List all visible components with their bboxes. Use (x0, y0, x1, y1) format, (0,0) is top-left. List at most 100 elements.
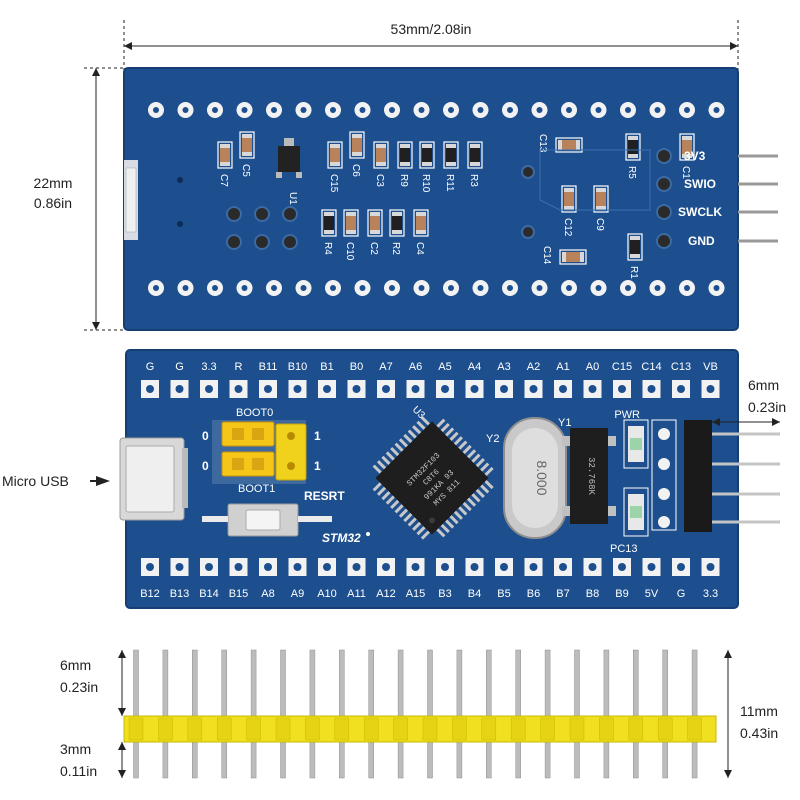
top-pin-label: C14 (641, 361, 661, 373)
header-pin (309, 649, 316, 779)
bottom-pin-label: 3.3 (703, 588, 718, 600)
top-pin-label: R (235, 361, 243, 373)
bottom-pin-label: A12 (376, 588, 396, 600)
top-pin-label: A2 (527, 361, 540, 373)
bottom-pin-label: B3 (438, 588, 451, 600)
header-pin (456, 649, 463, 779)
bottom-pin-label: B4 (468, 588, 481, 600)
via (254, 206, 270, 222)
height-in-label: 0.86in (34, 195, 72, 211)
jumper-0-top: 0 (202, 429, 209, 443)
component-c12 (561, 185, 577, 213)
header-pin (544, 649, 551, 779)
top-pin-label: A0 (586, 361, 599, 373)
label-c14: C14 (541, 246, 552, 265)
component-c13 (555, 137, 583, 153)
top-pin-label: B0 (350, 361, 363, 373)
component-c7 (217, 141, 233, 169)
bottom-pin-label: G (677, 588, 686, 600)
bottom-pin-label: A9 (291, 588, 304, 600)
header-pin (280, 649, 286, 779)
swd-label-3v3: 3V3 (684, 149, 706, 163)
bottom-pin-label: B8 (586, 588, 599, 600)
reset-label: RESRT (304, 489, 345, 503)
bottom-pin-label: A15 (406, 588, 426, 600)
header-pin (221, 649, 227, 779)
micro-usb-label: Micro USB (2, 473, 69, 489)
back-bottom-pad-row (148, 280, 725, 296)
top-pin-label: C13 (671, 361, 691, 373)
header-bottom-mm: 3mm (60, 741, 91, 757)
label-c2: C2 (368, 242, 379, 255)
component-c10 (343, 209, 359, 237)
header-pin (133, 649, 139, 779)
label-r5: R5 (626, 166, 637, 179)
pwr-label: PWR (614, 409, 640, 421)
label-c1: C1 (680, 166, 691, 179)
label-c7: C7 (218, 174, 229, 187)
top-pin-label: G (146, 361, 155, 373)
component-c4 (413, 209, 429, 237)
top-pin-label: B11 (259, 361, 278, 373)
component-r11 (443, 141, 459, 169)
pc13-label: PC13 (610, 543, 638, 555)
crystal-32k: 32.768K Y1 (558, 417, 616, 524)
label-u1: U1 (287, 192, 298, 205)
component-r9 (397, 141, 413, 169)
via (226, 206, 242, 222)
bottom-pin-label: B12 (140, 588, 160, 600)
header-pin (192, 649, 198, 779)
header-left-dimensions: 6mm 0.23in 3mm 0.11in (60, 650, 126, 779)
top-pin-label: B10 (288, 361, 308, 373)
boot-jumpers: BOOT0 BOOT1 0 0 1 1 (202, 407, 321, 495)
component-c6 (349, 131, 365, 159)
bottom-pin-label: B5 (497, 588, 510, 600)
label-r3: R3 (468, 174, 479, 187)
top-pin-label: A1 (556, 361, 569, 373)
back-top-pad-row (148, 102, 725, 118)
top-pin-label: A7 (379, 361, 392, 373)
header-total-dimension: 11mm 0.43in (724, 650, 798, 778)
header-bottom-in: 0.11in (60, 763, 97, 779)
bottom-pin-label: A10 (317, 588, 337, 600)
crystal-rtc-value: 32.768K (586, 457, 596, 495)
led-pwr: PWR (614, 409, 649, 469)
pin-length-dimension: 6mm 0.23in (712, 377, 786, 426)
header-pin (368, 649, 374, 779)
via (521, 225, 535, 239)
stm32-mcu: STM32F103 C8T6 991KA 93 MYS 811 U3 STM32 (322, 404, 494, 545)
label-c12: C12 (562, 218, 573, 237)
top-pin-label: G (175, 361, 184, 373)
width-label: 53mm/2.08in (391, 21, 472, 37)
component-r1 (627, 233, 643, 261)
bottom-pin-label: B9 (615, 588, 628, 600)
reset-button: RESRT (202, 489, 345, 537)
pin-len-mm: 6mm (748, 377, 779, 393)
header-pin (162, 649, 169, 779)
header-top-mm: 6mm (60, 657, 91, 673)
label-r10: R10 (420, 174, 431, 193)
crystal-8mhz: 8.000 Y2 (486, 417, 567, 539)
top-pin-label: A5 (438, 361, 451, 373)
jumper-1-top: 1 (314, 429, 321, 443)
led-pc13: PC13 (610, 487, 649, 555)
via (282, 234, 298, 250)
header-pin (662, 649, 668, 779)
swd-header-front (651, 419, 780, 532)
component-c3 (373, 141, 389, 169)
via (254, 234, 270, 250)
top-pin-label: A4 (468, 361, 481, 373)
jumper-1-bottom: 1 (314, 459, 321, 473)
header-pin (397, 649, 404, 779)
swd-label-gnd: GND (688, 234, 715, 248)
header-pin (250, 649, 257, 779)
top-pin-row (141, 380, 720, 398)
header-pin (574, 649, 580, 779)
top-pin-label: VB (703, 361, 718, 373)
label-c15: C15 (328, 174, 339, 193)
